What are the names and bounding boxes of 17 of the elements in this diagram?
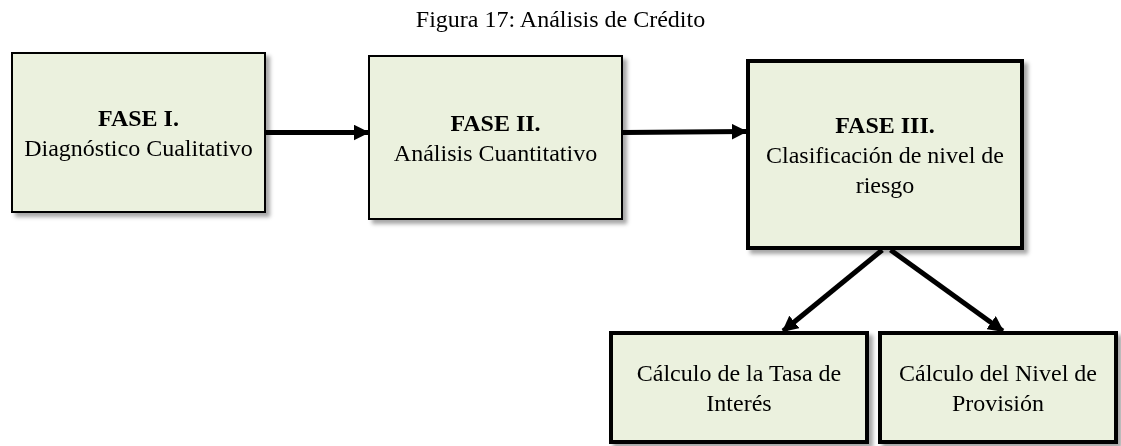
figure-title: Figura 17: Análisis de Crédito xyxy=(415,6,706,33)
arrow xyxy=(781,248,884,333)
arrow xyxy=(623,123,748,140)
box-label: Cálculo del Nivel de Provisión xyxy=(898,358,1098,418)
arrow xyxy=(266,124,370,141)
box-label: Clasificación de nivel de riesgo xyxy=(765,140,1005,200)
phase-heading: FASE I. xyxy=(98,103,179,133)
phase-heading: FASE II. xyxy=(450,108,541,138)
process-box xyxy=(609,331,869,444)
box-label: Cálculo de la Tasa de Interés xyxy=(635,358,843,418)
box-label: Diagnóstico Cualitativo xyxy=(24,133,253,163)
phase-heading: FASE III. xyxy=(835,110,935,140)
process-box xyxy=(878,331,1118,444)
process-box xyxy=(746,59,1024,250)
process-box xyxy=(11,52,266,213)
box-label: Análisis Cuantitativo xyxy=(393,138,598,168)
process-box xyxy=(368,55,623,220)
